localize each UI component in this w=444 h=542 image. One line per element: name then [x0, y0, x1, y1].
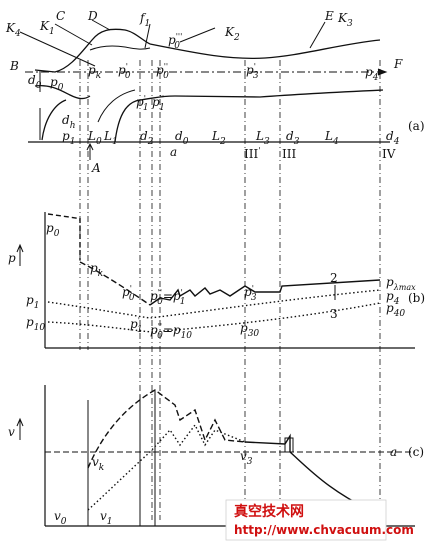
chamber-body	[114, 89, 384, 143]
leader-f1	[144, 23, 151, 49]
label-iv: IV	[382, 147, 396, 161]
label-b-p40: p40	[386, 301, 405, 319]
label-p4: p4	[365, 65, 379, 83]
label-p0-triple: p'''0	[168, 32, 182, 51]
label-b-3: 3	[330, 307, 338, 321]
panel-b-tag: (b)	[408, 291, 425, 305]
watermark-title: 真空技术网	[234, 503, 304, 520]
leader-k4	[19, 31, 96, 67]
label-b-p1: p1	[26, 293, 39, 311]
curve-v-dotted	[87, 423, 246, 511]
panel-a-tag: (a)	[408, 119, 425, 133]
label-k1: K1	[39, 19, 55, 37]
label-b-pk: pk	[90, 261, 103, 279]
intake-wall	[34, 28, 151, 73]
label-v1: v1	[100, 509, 113, 527]
v3-block	[284, 437, 294, 453]
label-e: E	[324, 9, 334, 23]
curve-pk	[79, 261, 151, 306]
outer-wall-k3	[149, 39, 381, 60]
label-a-upper: A	[91, 161, 101, 175]
label-b-p30: p30	[240, 321, 259, 339]
flow-arrow	[377, 68, 388, 76]
label-f1: f1	[139, 11, 150, 29]
label-iii-prime: III'	[244, 146, 260, 161]
curve-pressure	[149, 279, 381, 306]
label-dh: dh	[62, 113, 75, 131]
curve-2	[47, 289, 381, 319]
label-k4: K4	[5, 21, 21, 39]
curve-v-dashed	[87, 389, 246, 469]
panel-b	[16, 212, 415, 349]
label-k3: K3	[337, 11, 353, 29]
v-axis-arrow	[16, 417, 24, 440]
nozzle-curve	[41, 99, 67, 141]
label-b-p3-prime: p'3	[244, 284, 257, 303]
label-p1: p1	[62, 129, 75, 147]
label-a-lower: a	[170, 145, 177, 159]
label-b-p4: p4	[386, 289, 400, 307]
label-b: B	[9, 59, 19, 73]
label-vk: vk	[92, 455, 104, 473]
label-d: D	[87, 9, 98, 23]
label-c-a: a	[390, 445, 397, 459]
labels-b: p p0 pk p'0 p''0=p'1 p'3 2 pλmax p4 p1 p…	[8, 221, 425, 341]
label-b-p0: p0	[46, 221, 60, 239]
label-d0: d0	[175, 129, 189, 147]
p-axis-arrow	[16, 243, 24, 266]
label-p1-prime: p'1	[136, 94, 149, 113]
label-b-p10: p10	[26, 315, 45, 333]
chamber-inner	[97, 89, 136, 123]
label-pk: pk	[88, 63, 101, 81]
label-b-eq1: p''0=p'1	[150, 288, 186, 307]
intake-wall-inner	[89, 45, 151, 51]
label-iii: III	[282, 147, 296, 161]
labels-a: C D E f1 K1 K2 K3 K4 B F p'''0 d0 p0 pk …	[5, 9, 425, 175]
label-b-2: 2	[330, 271, 338, 285]
watermark-url: http://www.chvacuum.com	[234, 523, 414, 537]
label-d2: d2	[140, 129, 154, 147]
label-b-p1-prime: p'1	[130, 316, 143, 335]
curve-p0	[47, 213, 81, 221]
watermark-box	[225, 499, 387, 541]
panel-c-tag: (c)	[408, 445, 424, 459]
label-p-axis: p	[8, 251, 16, 265]
label-v3: v3	[240, 449, 253, 467]
label-k2: K2	[224, 25, 240, 43]
label-b-eq2: p''0=p10	[150, 322, 192, 341]
label-v-axis: v	[8, 425, 15, 439]
label-v0: v0	[54, 509, 67, 527]
label-l0: L0	[87, 129, 102, 147]
label-f: F	[393, 57, 403, 71]
label-d4: d4	[386, 129, 400, 147]
leader-d	[91, 19, 111, 31]
label-d0-left: d0	[28, 73, 42, 91]
curve-3	[47, 302, 381, 333]
label-c: C	[56, 9, 65, 23]
nozzle-body	[34, 84, 91, 100]
label-p0-dprime: p''0	[156, 62, 169, 81]
leader-e	[309, 21, 326, 49]
leader-k1	[54, 23, 93, 46]
label-p0: p0	[50, 75, 64, 93]
label-l4: L4	[324, 129, 339, 147]
label-d3: d3	[286, 129, 300, 147]
label-b-p0-prime: p'0	[122, 284, 135, 303]
watermark: 真空技术网 http://www.chvacuum.com	[225, 499, 414, 541]
leader-k2	[179, 27, 216, 43]
label-l1: L1	[103, 129, 118, 147]
label-l3: L3	[255, 129, 270, 147]
label-p3-prime: p'3	[246, 62, 259, 81]
label-p0-prime: p'0	[118, 62, 131, 81]
label-p1-dprime: p''1	[152, 94, 165, 113]
label-b-plmax: pλmax	[386, 275, 416, 292]
label-l2: L2	[211, 129, 226, 147]
